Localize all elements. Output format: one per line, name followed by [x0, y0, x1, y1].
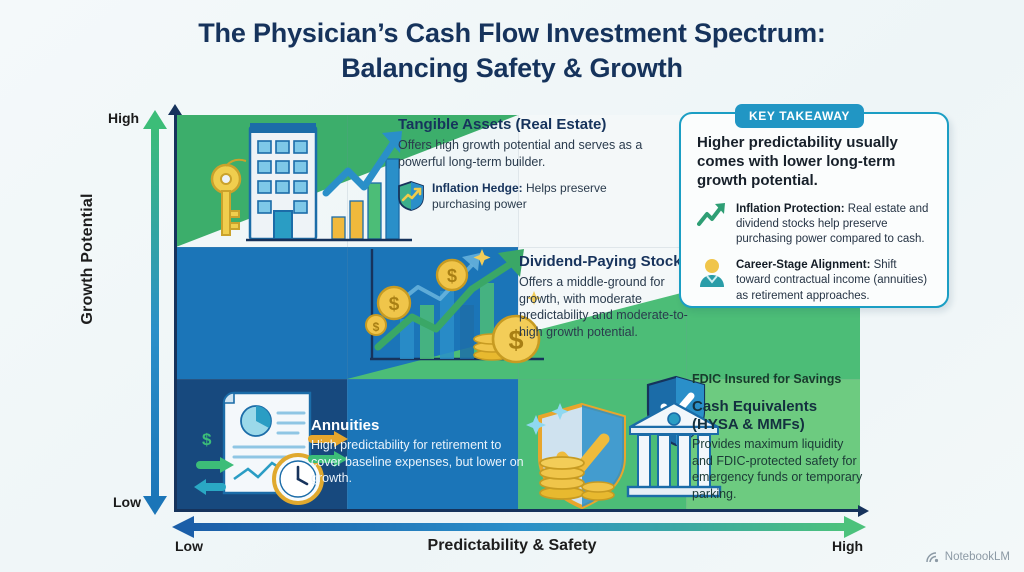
- coin-icon: $: [376, 285, 412, 321]
- y-axis-line: [174, 112, 177, 512]
- svg-text:$: $: [447, 266, 457, 286]
- bank-icon: [626, 401, 722, 498]
- y-axis-label: Growth Potential: [79, 193, 96, 325]
- shield-trend-icon: [398, 181, 424, 212]
- key-takeaway-item-detail: Real estate and dividend stocks help pre…: [736, 202, 929, 246]
- real-estate-illustration: [210, 123, 412, 242]
- coin-stack-icon: $: [473, 314, 541, 364]
- trend-up-arrow-icon: [697, 202, 725, 226]
- x-axis-label: Predictability & Safety: [427, 537, 597, 554]
- gridline-vertical: [686, 115, 687, 510]
- page-title: The Physician’s Cash Flow Investment Spe…: [0, 16, 1024, 85]
- inflation-hedge-detail: Helps preserve purchasing power: [432, 181, 607, 212]
- annuities-block: Annuities High predictability for retire…: [311, 417, 526, 487]
- key-takeaway-headline: Higher predictability usually comes with…: [697, 134, 898, 189]
- notebooklm-label: NotebookLM: [944, 551, 1010, 563]
- cash-equivalents-illustration: [526, 375, 722, 509]
- title-line-2: Balancing Safety & Growth: [341, 52, 683, 83]
- notebooklm-icon: [926, 552, 938, 563]
- tangible-assets-heading: Tangible Assets (Real Estate): [398, 116, 607, 133]
- y-axis-tick-high: High: [108, 110, 140, 126]
- clock-icon: [272, 453, 324, 505]
- cash-equivalents-body: Provides maximum liquidity and FDIC-prot…: [692, 437, 863, 501]
- gridline-horizontal: [176, 247, 860, 248]
- x-axis-line: [174, 509, 864, 512]
- cash-equivalents-heading-line2: (HYSA & MMFs): [692, 416, 805, 433]
- predictability-safety-arrow: [172, 516, 866, 538]
- key-icon: [210, 158, 247, 236]
- key-takeaway-item: Inflation Protection: Real estate and di…: [697, 202, 931, 248]
- flow-arrows-icon: $: [194, 430, 348, 495]
- key-takeaway-item-text: Career-Stage Alignment: Shift toward con…: [736, 258, 931, 304]
- annuities-illustration: $: [194, 391, 348, 505]
- notebooklm-watermark: NotebookLM: [926, 550, 1010, 564]
- svg-text:$: $: [389, 294, 400, 315]
- tangible-assets-body: Offers high growth potential and serves …: [398, 138, 643, 169]
- cash-equivalents-heading-line1: Cash Equivalents: [692, 398, 818, 415]
- key-takeaway-card: Higher predictability usually comes with…: [679, 112, 949, 308]
- key-takeaway-item-label: Career-Stage Alignment:: [736, 259, 871, 272]
- key-takeaway-badge: KEY TAKEAWAY: [735, 104, 865, 128]
- svg-text:$: $: [508, 325, 523, 355]
- fdic-insured-tag: FDIC Insured for Savings: [692, 372, 842, 386]
- x-axis-tick-low: Low: [175, 538, 203, 554]
- gridline-vertical: [347, 115, 348, 510]
- inflation-hedge-row: Inflation Hedge: Helps preserve purchasi…: [398, 181, 668, 213]
- pie-chart-icon: [240, 405, 272, 437]
- x-axis-arrowhead: [858, 505, 869, 517]
- inflation-hedge-text: Inflation Hedge: Helps preserve purchasi…: [432, 181, 668, 213]
- svg-text:$: $: [373, 320, 380, 334]
- key-takeaway-item: Career-Stage Alignment: Shift toward con…: [697, 258, 931, 304]
- gridline-horizontal: [176, 379, 860, 380]
- key-takeaway-item-text: Inflation Protection: Real estate and di…: [736, 202, 931, 248]
- coin-icon: $: [435, 258, 469, 292]
- dividend-stocks-heading: Dividend-Paying Stocks: [519, 253, 690, 270]
- inflation-hedge-label: Inflation Hedge:: [432, 181, 523, 196]
- key-takeaway-item-label: Inflation Protection:: [736, 202, 845, 215]
- growth-potential-arrow: [143, 110, 167, 515]
- tangible-assets-block: Tangible Assets (Real Estate) Offers hig…: [398, 116, 668, 213]
- title-line-1: The Physician’s Cash Flow Investment Spe…: [198, 18, 826, 48]
- dividend-stocks-illustration: $ $ $ $: [365, 249, 544, 364]
- person-icon: [700, 259, 724, 288]
- x-axis-tick-high: High: [832, 538, 864, 554]
- coin-stack-icon: [539, 456, 615, 501]
- gridline-vertical: [518, 115, 519, 510]
- y-axis-arrowhead: [168, 104, 182, 115]
- cash-equivalents-block: FDIC Insured for Savings Cash Equivalent…: [692, 372, 867, 503]
- annuities-body: High predictability for retirement to co…: [311, 438, 524, 486]
- coin-icon: $: [365, 314, 387, 336]
- dividend-stocks-body: Offers a middle-ground for growth, with …: [519, 275, 688, 339]
- quadrant-bottom-left-inner-bg: [347, 379, 518, 510]
- y-axis-tick-low: Low: [113, 494, 141, 510]
- dividend-stocks-block: Dividend-Paying Stocks Offers a middle-g…: [519, 253, 694, 341]
- annuities-heading: Annuities: [311, 417, 380, 434]
- cash-equivalents-heading: Cash Equivalents (HYSA & MMFs): [692, 398, 867, 434]
- svg-text:$: $: [202, 430, 212, 449]
- key-takeaway-item-detail: Shift toward contractual income (annuiti…: [736, 259, 928, 302]
